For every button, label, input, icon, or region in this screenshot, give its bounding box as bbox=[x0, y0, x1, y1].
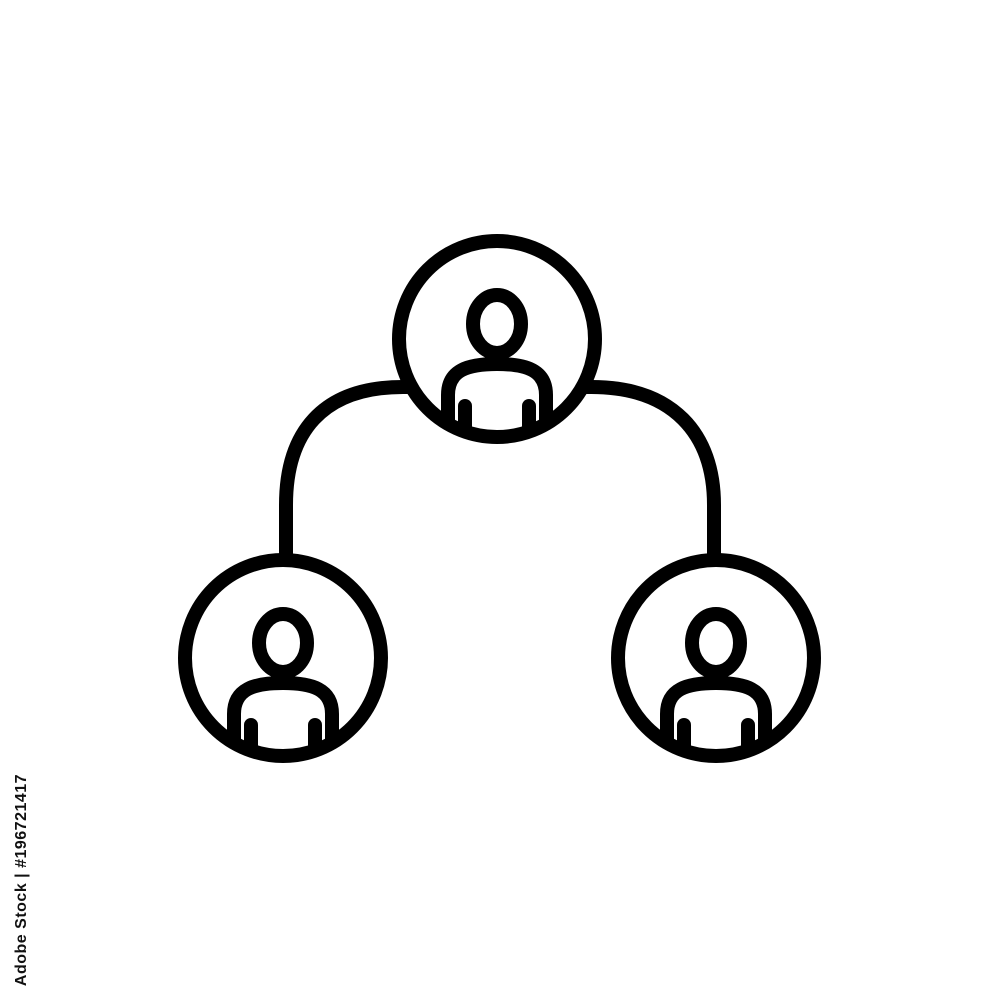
person-node-left bbox=[178, 553, 388, 763]
person-icon bbox=[227, 607, 339, 756]
person-node-right bbox=[611, 553, 821, 763]
person-node-top bbox=[392, 234, 602, 444]
connector-line-left bbox=[279, 379, 415, 563]
connector-line-right bbox=[579, 379, 721, 563]
stock-image-id: Adobe Stock | #196721417 bbox=[13, 773, 30, 987]
person-icon bbox=[441, 288, 553, 437]
person-icon bbox=[660, 607, 772, 756]
